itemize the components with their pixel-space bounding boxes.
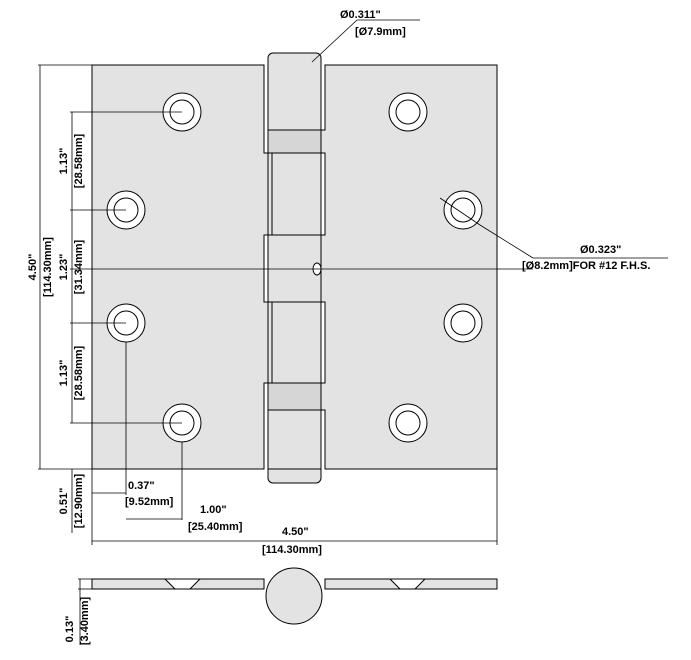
dimension-labels: Ø0.311" [Ø7.9mm] Ø0.323" [Ø8.2mm]FOR #12… <box>27 9 650 645</box>
edge-bottom-mm-label: [12.90mm] <box>73 473 85 528</box>
hinge-barrel <box>267 52 322 484</box>
mid-spacing-mm-label: [31.34mm] <box>73 239 85 294</box>
screw-hole <box>388 403 428 443</box>
top-spacing-in-label: 1.13" <box>58 148 70 175</box>
mid-spacing-in-label: 1.23" <box>58 254 70 281</box>
bottom-spacing-mm-label: [28.58mm] <box>73 345 85 400</box>
edge-bottom-in-label: 0.51" <box>58 488 70 515</box>
hole-pitch-mm-label: [25.40mm] <box>188 521 243 533</box>
hole-dia-mm-label: [Ø8.2mm]FOR #12 F.H.S. <box>522 260 650 272</box>
screw-hole <box>388 92 428 132</box>
side-view <box>91 567 498 625</box>
top-spacing-mm-label: [28.58mm] <box>73 133 85 188</box>
dimension-lines <box>38 19 668 645</box>
hole-pitch-in-label: 1.00" <box>200 504 227 516</box>
left-leaf <box>91 64 269 470</box>
hole-dia-in-label: Ø0.323" <box>580 244 621 256</box>
height-mm-label: [114.30mm] <box>42 237 54 297</box>
height-in-label: 4.50" <box>27 254 39 281</box>
width-mm-label: [114.30mm] <box>262 544 322 556</box>
width-in-label: 4.50" <box>282 526 309 538</box>
hole-offset-in-label: 0.37" <box>128 480 155 492</box>
screw-hole <box>443 303 483 343</box>
pin-dia-mm-label: [Ø7.9mm] <box>355 26 406 38</box>
bottom-spacing-in-label: 1.13" <box>58 360 70 387</box>
thickness-mm-label: [3.40mm] <box>79 597 91 646</box>
pin-dia-in-label: Ø0.311" <box>340 9 381 21</box>
hole-offset-mm-label: [9.52mm] <box>125 496 174 508</box>
screw-hole <box>443 190 483 230</box>
thickness-in-label: 0.13" <box>64 616 76 643</box>
